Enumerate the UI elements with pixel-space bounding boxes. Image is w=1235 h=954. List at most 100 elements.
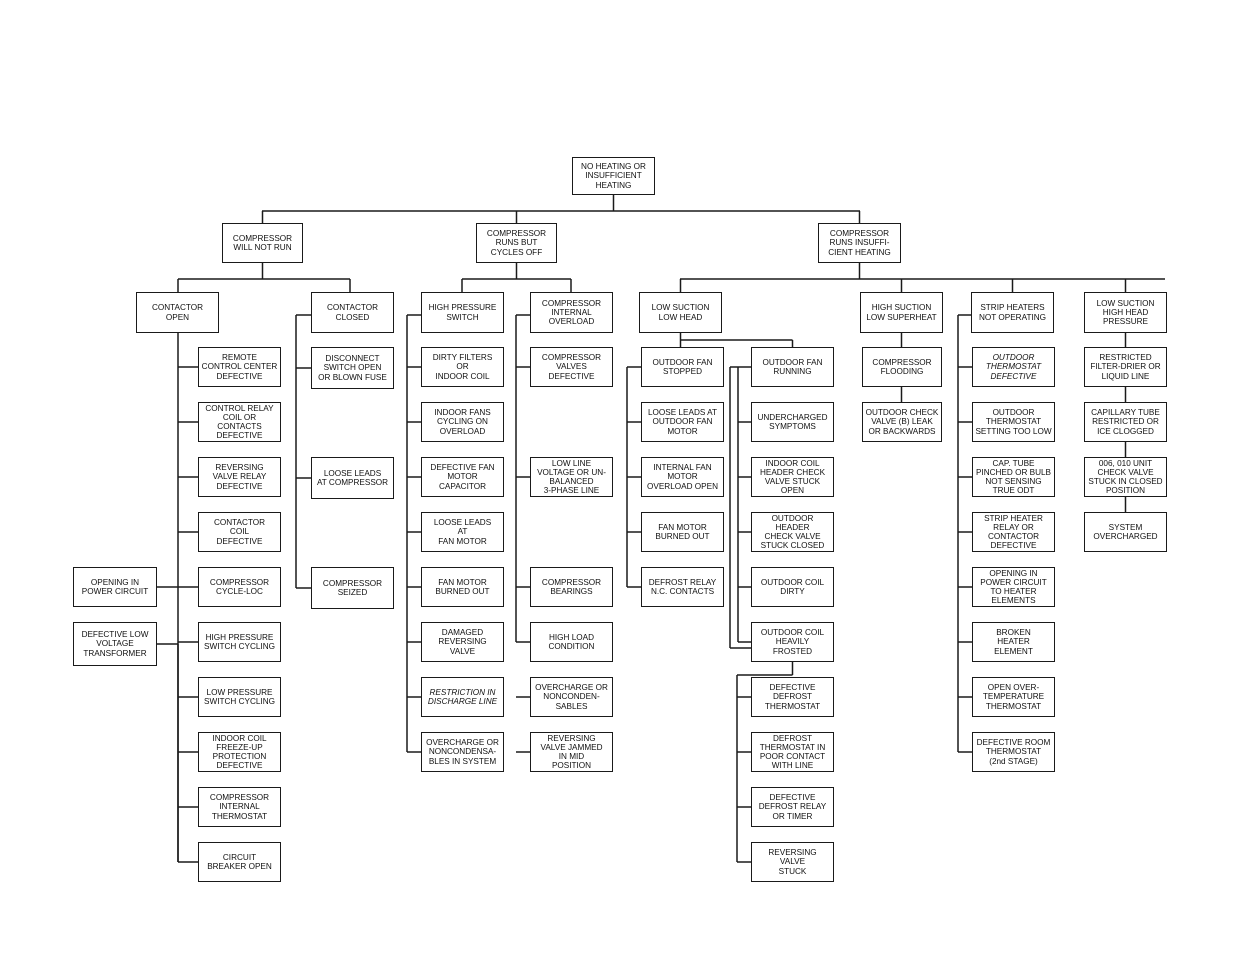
high-pressure-item-8-text: OVERCHARGE ORNONCONDENSA-BLES IN SYSTEM [426,738,499,766]
node-contactor-closed: CONTACTORCLOSED [311,292,394,333]
strip-heater-item-8-text: DEFECTIVE ROOMTHERMOSTAT(2nd STAGE) [976,738,1051,766]
high-pressure-item-5-text: FAN MOTORBURNED OUT [435,577,490,596]
strip-heater-item-6-text: BROKENHEATERELEMENT [994,628,1033,656]
fan-stopped-item-3: FAN MOTORBURNED OUT [641,512,724,552]
fan-running-item-4: OUTDOOR COILDIRTY [751,567,834,607]
frosted-item-4: REVERSINGVALVESTUCK [751,842,834,882]
node-insufficient: COMPRESSORRUNS INSUFFI-CIENT HEATING [818,223,901,263]
node-high-pressure-switch: HIGH PRESSURESWITCH [421,292,504,333]
node-high-pressure-switch-text: HIGH PRESSURESWITCH [428,303,497,322]
high-pressure-item-8: OVERCHARGE ORNONCONDENSA-BLES IN SYSTEM [421,732,504,772]
contactor-open-item-6: HIGH PRESSURESWITCH CYCLING [198,622,281,662]
strip-heater-item-2: OUTDOORTHERMOSTATSETTING TOO LOW [972,402,1055,442]
fan-stopped-item-2: INTERNAL FANMOTOROVERLOAD OPEN [641,457,724,497]
node-low-suction-low-head-text: LOW SUCTIONLOW HEAD [651,303,710,322]
frosted-item-1: DEFECTIVEDEFROSTTHERMOSTAT [751,677,834,717]
strip-heater-item-8: DEFECTIVE ROOMTHERMOSTAT(2nd STAGE) [972,732,1055,772]
internal-overload-item-3: COMPRESSORBEARINGS [530,567,613,607]
frosted-item-4-text: REVERSINGVALVESTUCK [768,848,817,876]
strip-heater-item-5-text: OPENING INPOWER CIRCUITTO HEATERELEMENTS [980,568,1047,606]
contactor-open-item-2-text: CONTROL RELAYCOIL OR CONTACTSDEFECTIVE [205,403,274,441]
high-suction-item-2: OUTDOOR CHECKVALVE (B) LEAKOR BACKWARDS [862,402,942,442]
contactor-open-item-8: INDOOR COILFREEZE-UPPROTECTIONDEFECTIVE [198,732,281,772]
strip-heater-item-2-text: OUTDOORTHERMOSTATSETTING TOO LOW [975,408,1052,436]
low-suction-high-head-item-3-text: 006, 010 UNITCHECK VALVESTUCK IN CLOSEDP… [1088,458,1163,496]
fan-stopped-item-4: DEFROST RELAYN.C. CONTACTS [641,567,724,607]
node-outdoor-fan-running: OUTDOOR FANRUNNING [751,347,834,387]
contactor-open-item-4-text: CONTACTORCOILDEFECTIVE [213,518,266,546]
contactor-open-item-9-text: COMPRESSORINTERNALTHERMOSTAT [209,793,270,821]
contactor-open-item-8-text: INDOOR COILFREEZE-UPPROTECTIONDEFECTIVE [212,733,267,771]
frosted-item-2: DEFROSTTHERMOSTAT INPOOR CONTACTWITH LIN… [751,732,834,772]
internal-overload-item-1: COMPRESSORVALVESDEFECTIVE [530,347,613,387]
contactor-open-item-10-text: CIRCUITBREAKER OPEN [207,852,272,871]
fan-running-item-2-text: INDOOR COILHEADER CHECKVALVE STUCKOPEN [759,458,826,496]
internal-overload-item-3-text: COMPRESSORBEARINGS [541,577,602,596]
strip-heater-item-4-text: STRIP HEATERRELAY ORCONTACTORDEFECTIVE [984,513,1043,551]
fan-running-item-5-text: OUTDOOR COILHEAVILYFROSTED [760,628,825,656]
fan-running-item-5: OUTDOOR COILHEAVILYFROSTED [751,622,834,662]
low-suction-high-head-item-3: 006, 010 UNITCHECK VALVESTUCK IN CLOSEDP… [1084,457,1167,497]
node-cycles-off: COMPRESSORRUNS BUTCYCLES OFF [476,223,557,263]
high-suction-item-2-text: OUTDOOR CHECKVALVE (B) LEAKOR BACKWARDS [865,408,939,436]
strip-heater-item-4: STRIP HEATERRELAY ORCONTACTORDEFECTIVE [972,512,1055,552]
frosted-item-1-text: DEFECTIVEDEFROSTTHERMOSTAT [764,683,821,711]
contactor-closed-item-3-text: COMPRESSORSEIZED [322,578,383,597]
node-strip-heaters: STRIP HEATERSNOT OPERATING [971,292,1054,333]
contactor-closed-item-1: DISCONNECTSWITCH OPENOR BLOWN FUSE [311,347,394,389]
strip-heater-item-5: OPENING INPOWER CIRCUITTO HEATERELEMENTS [972,567,1055,607]
node-outdoor-fan-stopped-text: OUTDOOR FANSTOPPED [652,357,713,376]
node-outdoor-fan-stopped: OUTDOOR FANSTOPPED [641,347,724,387]
high-pressure-item-1: DIRTY FILTERSORINDOOR COIL [421,347,504,387]
contactor-open-item-3-text: REVERSINGVALVE RELAYDEFECTIVE [212,463,267,491]
low-suction-high-head-item-2: CAPILLARY TUBERESTRICTED ORICE CLOGGED [1084,402,1167,442]
strip-heater-item-7: OPEN OVER-TEMPERATURETHERMOSTAT [972,677,1055,717]
contactor-closed-item-2: LOOSE LEADSAT COMPRESSOR [311,457,394,499]
internal-overload-item-1-text: COMPRESSORVALVESDEFECTIVE [541,353,602,381]
contactor-closed-item-3: COMPRESSORSEIZED [311,567,394,609]
node-cycles-off-text: COMPRESSORRUNS BUTCYCLES OFF [486,229,547,257]
contactor-open-item-7: LOW PRESSURESWITCH CYCLING [198,677,281,717]
high-pressure-item-4-text: LOOSE LEADSATFAN MOTOR [433,518,492,546]
fan-running-item-3: OUTDOOR HEADERCHECK VALVESTUCK CLOSED [751,512,834,552]
fan-running-item-1-text: UNDERCHARGEDSYMPTOMS [757,412,828,431]
contactor-open-left-item-1-text: OPENING INPOWER CIRCUIT [81,577,149,596]
contactor-closed-item-2-text: LOOSE LEADSAT COMPRESSOR [316,468,389,487]
node-low-suction-low-head: LOW SUCTIONLOW HEAD [639,292,722,333]
fan-running-item-4-text: OUTDOOR COILDIRTY [760,577,825,596]
high-pressure-item-3-text: DEFECTIVE FANMOTORCAPACITOR [430,463,495,491]
contactor-open-left-item-2: DEFECTIVE LOWVOLTAGETRANSFORMER [73,622,157,666]
fan-running-item-2: INDOOR COILHEADER CHECKVALVE STUCKOPEN [751,457,834,497]
strip-heater-item-1: OUTDOORTHERMOSTATDEFECTIVE [972,347,1055,387]
strip-heater-item-6: BROKENHEATERELEMENT [972,622,1055,662]
root-node-text: NO HEATING ORINSUFFICIENTHEATING [581,162,646,190]
contactor-open-item-5: COMPRESSORCYCLE-LOC [198,567,281,607]
node-contactor-open-text: CONTACTOROPEN [151,303,204,322]
contactor-open-left-item-2-text: DEFECTIVE LOWVOLTAGETRANSFORMER [81,630,149,658]
fan-stopped-item-4-text: DEFROST RELAYN.C. CONTACTS [648,577,717,596]
fan-stopped-item-1-text: LOOSE LEADS ATOUTDOOR FANMOTOR [647,408,717,436]
node-will-not-run-text: COMPRESSORWILL NOT RUN [232,233,293,252]
node-low-suction-high-head-text: LOW SUCTIONHIGH HEADPRESSURE [1096,298,1155,327]
node-contactor-closed-text: CONTACTORCLOSED [326,303,379,322]
frosted-item-3: DEFECTIVEDEFROST RELAYOR TIMER [751,787,834,827]
internal-overload-item-5-text: OVERCHARGE ORNONCONDEN-SABLES [535,683,608,711]
high-pressure-item-1-text: DIRTY FILTERSORINDOOR COIL [432,353,493,381]
node-internal-overload-text: COMPRESSORINTERNALOVERLOAD [541,298,602,327]
node-strip-heaters-text: STRIP HEATERSNOT OPERATING [978,303,1047,322]
internal-overload-item-2: LOW LINEVOLTAGE OR UN-BALANCED3-PHASE LI… [530,457,613,497]
fan-running-item-1: UNDERCHARGEDSYMPTOMS [751,402,834,442]
node-internal-overload: COMPRESSORINTERNALOVERLOAD [530,292,613,333]
high-pressure-item-7-text: RESTRICTION INDISCHARGE LINE [427,687,498,706]
high-pressure-item-2: INDOOR FANSCYCLING ONOVERLOAD [421,402,504,442]
low-suction-high-head-item-1-text: RESTRICTEDFILTER-DRIER ORLIQUID LINE [1090,353,1161,381]
contactor-open-item-1-text: REMOTECONTROL CENTERDEFECTIVE [201,353,278,381]
strip-heater-item-3-text: CAP. TUBEPINCHED OR BULBNOT SENSINGTRUE … [975,458,1052,496]
low-suction-high-head-item-2-text: CAPILLARY TUBERESTRICTED ORICE CLOGGED [1091,408,1160,436]
node-contactor-open: CONTACTOROPEN [136,292,219,333]
fan-stopped-item-3-text: FAN MOTORBURNED OUT [655,522,710,541]
low-suction-high-head-item-4-text: SYSTEMOVERCHARGED [1093,522,1158,541]
internal-overload-item-4-text: HIGH LOADCONDITION [548,632,595,651]
